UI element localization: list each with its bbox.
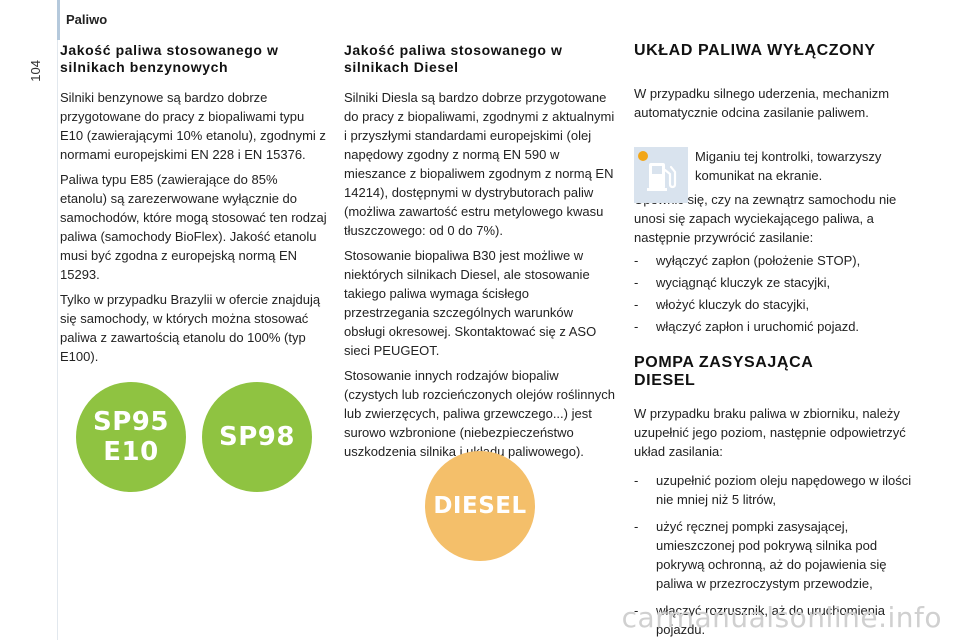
sp98-badge: SP98 [202,382,312,492]
amber-indicator-dot [638,151,648,161]
fuel-pump-icon [647,163,677,191]
fuel-cutoff-intro: W przypadku silnego uderzenia, mechanizm… [634,86,890,120]
list-item: uzupełnić poziom oleju napędowego w iloś… [634,471,916,509]
list-item: włączyć rozrusznik, aż do uruchomienia p… [634,601,916,639]
warning-text: Miganiu tej kontrolki, towarzyszy komuni… [695,149,882,183]
diesel-paragraph: Stosowanie biopaliwa B30 jest możliwe w … [344,248,597,358]
sp98-label: SP98 [219,422,295,452]
fuel-cutoff-steps: wyłączyć zapłon (położenie STOP), wyciąg… [634,251,916,336]
warning-lamp [634,147,688,203]
petrol-paragraph: Silniki benzynowe są bardzo dobrze przyg… [60,90,326,162]
e10-label: E10 [103,437,159,467]
priming-pump-intro: W przypadku braku paliwa w zbiorniku, na… [634,406,906,459]
list-item: wyciągnąć kluczyk ze stacyjki, [634,273,916,292]
diesel-label: DIESEL [433,493,527,519]
list-item: włączyć zapłon i uruchomić pojazd. [634,317,916,336]
section-accent-bar [57,0,60,40]
sp95-label: SP95 [93,407,169,437]
diesel-fuel-quality-section: Jakość paliwa stosowanego w silnikach Di… [344,42,616,467]
list-item: wyłączyć zapłon (położenie STOP), [634,251,916,270]
diesel-badge: DIESEL [425,451,535,561]
petrol-fuel-quality-section: Jakość paliwa stosowanego w silnikach be… [60,42,328,372]
section-title: Paliwo [66,12,108,27]
sp95-e10-badge: SP95 E10 [76,382,186,492]
fuel-cutoff-check-text: Upewnić się, czy na zewnątrz samochodu n… [634,192,897,245]
priming-pump-steps: uzupełnić poziom oleju napędowego w iloś… [634,471,916,639]
diesel-paragraph: Silniki Diesla są bardzo dobrze przygoto… [344,90,615,238]
petrol-section-title: Jakość paliwa stosowanego w silnikach be… [60,42,279,75]
petrol-paragraph: Paliwa typu E85 (zawierające do 85% etan… [60,172,327,282]
priming-pump-title: POMPA ZASYSAJĄCA DIESEL [634,354,813,389]
diesel-section-title: Jakość paliwa stosowanego w silnikach Di… [344,42,563,75]
page-number: 104 [28,60,43,82]
list-item: włożyć kluczyk do stacyjki, [634,295,916,314]
fuel-cutoff-warning: Miganiu tej kontrolki, towarzyszy komuni… [634,147,916,203]
watermark: carmanualsonline.info [621,601,942,634]
fuel-cutoff-title: UKŁAD PALIWA WYŁĄCZONY [634,42,876,59]
petrol-paragraph: Tylko w przypadku Brazylii w ofercie zna… [60,292,321,364]
list-item: użyć ręcznej pompki zasysającej, umieszc… [634,517,916,593]
margin-line [57,40,58,640]
diesel-paragraph: Stosowanie innych rodzajów biopaliw (czy… [344,368,615,459]
fuel-cutoff-section: UKŁAD PALIWA WYŁĄCZONY W przypadku silne… [634,42,916,640]
